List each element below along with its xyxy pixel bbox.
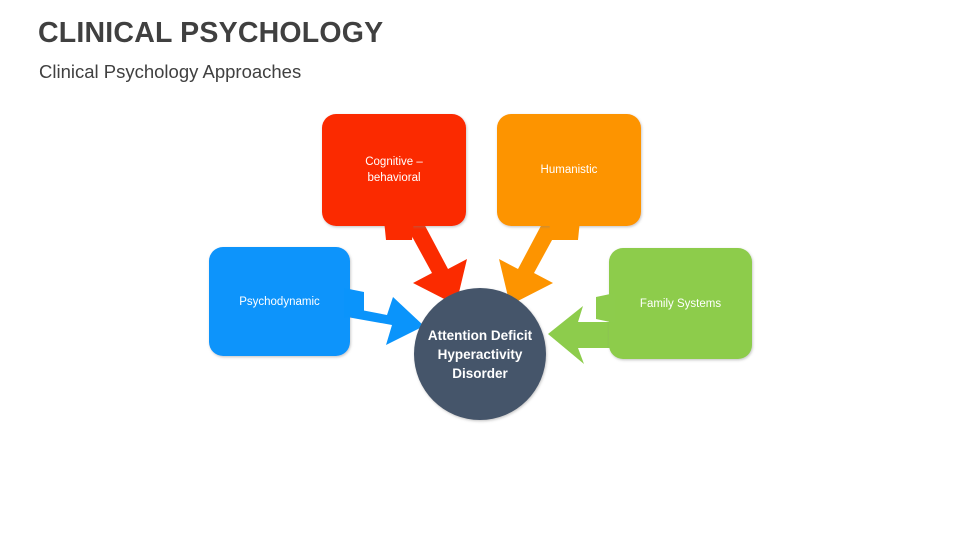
arrow-humanistic (499, 205, 583, 305)
callout-tail-humanistic (549, 220, 580, 240)
page-title: CLINICAL PSYCHOLOGY (38, 17, 384, 49)
arrow-cognitive-behavioral (383, 205, 467, 305)
center-node-circle[interactable] (414, 288, 546, 420)
node-psychodynamic-shape[interactable] (209, 247, 350, 356)
callout-tail-family-systems (596, 293, 615, 323)
node-humanistic-shape[interactable] (497, 114, 641, 226)
node-family-systems-shape[interactable] (609, 248, 752, 359)
node-cognitive-behavioral-shape[interactable] (322, 114, 466, 226)
callout-tail-cognitive (384, 220, 414, 240)
arrow-psychodynamic (330, 287, 424, 345)
page-subtitle: Clinical Psychology Approaches (39, 61, 302, 82)
callout-tail-psychodynamic (344, 288, 364, 318)
